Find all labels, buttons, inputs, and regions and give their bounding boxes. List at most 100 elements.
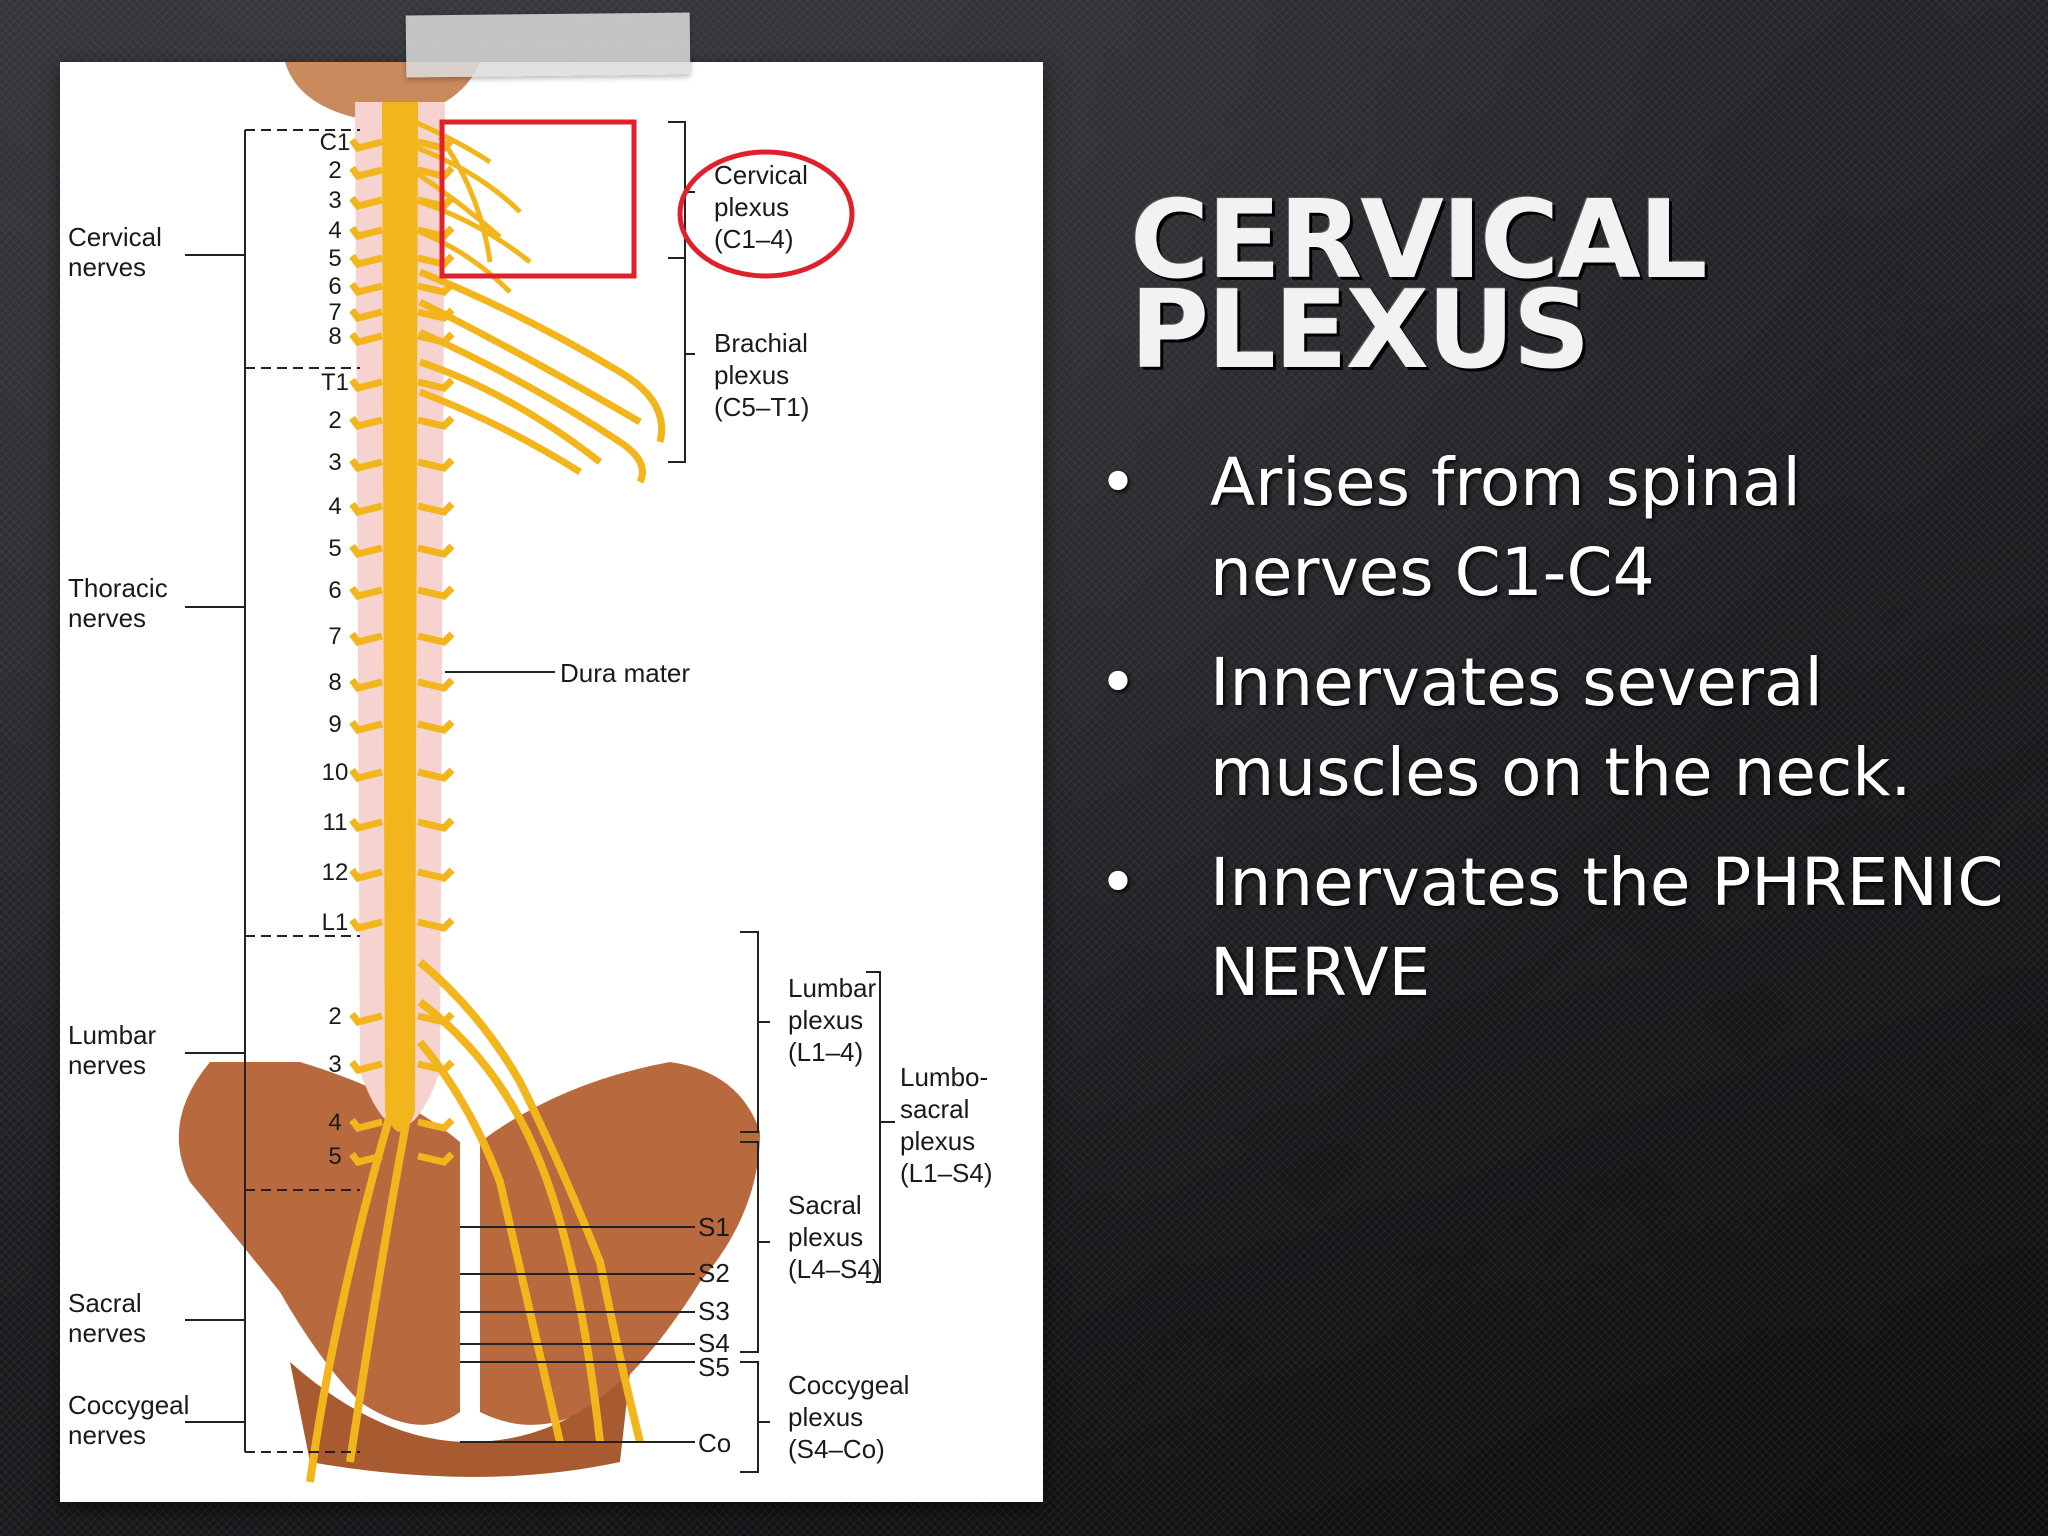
lumbar-nerves-label-1: Lumbar [68,1020,156,1050]
vertebra-number-thoracic-7: 7 [328,623,341,650]
slide-title: CERVICAL PLEXUS [1130,178,1930,385]
nerve-stub-left [349,165,383,180]
nerve-stub-right [417,415,455,430]
bullet-symbol: • [1098,444,1138,521]
cervical-plexus-branches [413,119,532,294]
nerve-stub-right [417,1117,455,1132]
coccygeal-nerves-label-2: nerves [68,1420,146,1450]
vertebra-number-cervical-3: 3 [328,187,341,214]
nerve-stub-right [417,585,455,600]
nerve-stub-left [349,719,383,734]
vertebra-number-cervical-4: 4 [328,217,341,244]
brachial-plexus-label-2: plexus [714,360,789,390]
spinal-cord [382,102,418,1132]
brachial-plexus-label-3: (C5–T1) [714,392,809,422]
lumbosacral-plexus-branches [306,958,644,1483]
highlight-box [439,119,637,279]
vertebra-number-cervical-8: 8 [328,323,341,350]
lumbosacral-plexus-label-1: Lumbo- [900,1062,988,1092]
lumbosacral-plexus-label-3: plexus [900,1126,975,1156]
bullet-text: Innervates several muscles on the neck. [1210,644,1912,811]
nerve-stub-right [417,917,455,932]
spinal-nerves-diagram: Cervical nerves Thoracic nerves Lumbar n… [68,62,993,1483]
cervical-nerves-label-2: nerves [68,252,146,282]
nerve-stub-right [417,457,455,472]
bullet-text: Arises from spinal nerves C1-C4 [1210,444,1801,611]
nerve-stub-left [349,677,383,692]
nerve-stub-left [349,917,383,932]
bullet-item: • Innervates the PHRENIC NERVE [1098,838,2018,1018]
title-line-1: CERVICAL [1130,178,1708,303]
nerve-stub-right [417,867,455,882]
lumbosacral-plexus-label-2: sacral [900,1094,969,1124]
vertebra-number-thoracic-t1: T1 [321,369,349,396]
vertebra-number-thoracic-12: 12 [322,859,349,886]
vertebra-number-lumbar-5: 5 [328,1143,341,1170]
sacral-plexus-label-2: plexus [788,1222,863,1252]
lumbar-nerves-label-2: nerves [68,1050,146,1080]
vertebra-number-thoracic-9: 9 [328,711,341,738]
nerve-stub-left [349,631,383,646]
coccygeal-plexus-label-2: plexus [788,1402,863,1432]
nerve-stub-left [349,501,383,516]
bullet-item: • Arises from spinal nerves C1-C4 [1098,438,2018,618]
nerve-stub-right [417,767,455,782]
nerve-stub-right [417,631,455,646]
spinal-nerves-figure: Cervical nerves Thoracic nerves Lumbar n… [60,62,1043,1502]
vertebra-number-thoracic-3: 3 [328,449,341,476]
thoracic-nerves-label-2: nerves [68,603,146,633]
sacral-plexus-label-3: (L4–S4) [788,1254,881,1284]
cervical-plexus-label-3: (C1–4) [714,224,793,254]
nerve-stub-left [349,543,383,558]
cervical-plexus-label-1: Cervical [714,160,808,190]
vertebra-number-lumbar-l1: L1 [322,909,349,936]
lumbosacral-plexus-label-4: (L1–S4) [900,1158,993,1188]
bullet-symbol: • [1098,644,1138,721]
nerve-stub-left [349,377,383,392]
nerve-stub-left [349,585,383,600]
lumbar-plexus-label-1: Lumbar [788,973,876,1003]
bullet-text: Innervates the PHRENIC NERVE [1210,844,2004,1011]
sacral-num-s5: S5 [698,1352,730,1382]
vertebra-number-lumbar-2: 2 [328,1003,341,1030]
sacral-nerves-label-2: nerves [68,1318,146,1348]
nerve-stub-right [417,817,455,832]
vertebra-number-thoracic-10: 10 [322,759,349,786]
left-brackets [185,129,360,1453]
bullet-item: • Innervates several muscles on the neck… [1098,638,2018,818]
vertebra-number-cervical-6: 6 [328,273,341,300]
bullet-list: • Arises from spinal nerves C1-C4 • Inne… [1098,438,2018,1038]
sacral-nerves-label-1: Sacral [68,1288,142,1318]
vertebra-number-cervical-2: 2 [328,157,341,184]
brachial-plexus-label-1: Brachial [714,328,808,358]
nerve-stub-left [349,457,383,472]
thoracic-nerves-label-1: Thoracic [68,573,168,603]
nerve-stub-left [349,253,383,268]
nerve-stub-left [349,767,383,782]
sacral-num-s1: S1 [698,1212,730,1242]
tape-strip [405,12,691,78]
spinal-nerve-branches [349,137,455,1166]
vertebra-number-cervical-5: 5 [328,245,341,272]
sacral-plexus-label-1: Sacral [788,1190,862,1220]
cervical-plexus-label-2: plexus [714,192,789,222]
nerve-stub-left [349,1011,383,1026]
sacral-num-s4: S4 [698,1328,730,1358]
vertebra-number-cervical-c1: C1 [320,129,351,156]
sacral-num-s3: S3 [698,1296,730,1326]
vertebra-number-lumbar-3: 3 [328,1051,341,1078]
lumbar-plexus-label-2: plexus [788,1005,863,1035]
nerve-stub-right [417,677,455,692]
nerve-stub-left [349,1059,383,1074]
vertebra-number-thoracic-8: 8 [328,669,341,696]
nerve-stub-left [349,225,383,240]
nerve-stub-right [417,377,455,392]
bullet-symbol: • [1098,844,1138,921]
nerve-stub-left [349,137,383,152]
lumbar-plexus-label-3: (L1–4) [788,1037,863,1067]
dura-mater-label: Dura mater [560,658,690,688]
vertebra-number-thoracic-6: 6 [328,577,341,604]
vertebra-number-thoracic-4: 4 [328,493,341,520]
nerve-stub-left [349,307,383,322]
